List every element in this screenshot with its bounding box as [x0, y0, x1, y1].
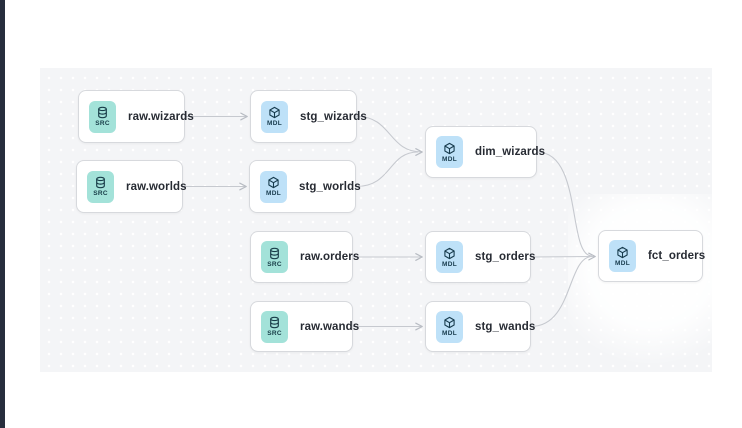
node-name-label: raw.wands	[300, 320, 360, 333]
node-type-badge: SRC	[261, 241, 288, 273]
node-type-badge: MDL	[260, 170, 287, 203]
edge-dim_wizards-to-fct_orders	[536, 151, 593, 257]
graph-node-fct_orders[interactable]: MDL fct_orders	[598, 230, 706, 282]
cube-icon	[443, 316, 456, 329]
node-type-label: SRC	[95, 120, 110, 127]
node-name-label: raw.wizards	[128, 110, 194, 123]
database-icon	[268, 316, 281, 329]
graph-node-raw_worlds[interactable]: SRC raw.worlds	[76, 160, 187, 213]
node-type-badge: SRC	[261, 310, 288, 343]
cube-icon	[616, 246, 629, 259]
node-name-label: fct_orders	[648, 250, 706, 262]
lineage-graph-canvas[interactable]: SRC raw.wizards MDL stg_wizards SRC raw.…	[40, 68, 742, 372]
node-type-badge: MDL	[436, 310, 463, 343]
node-type-badge: MDL	[436, 136, 463, 168]
cube-icon	[443, 142, 456, 155]
cube-icon	[443, 247, 456, 260]
node-type-label: MDL	[615, 259, 630, 267]
node-name-label: stg_wands	[475, 320, 536, 333]
node-type-label: SRC	[267, 330, 282, 337]
node-type-badge: MDL	[261, 100, 288, 133]
node-type-label: MDL	[266, 190, 281, 197]
graph-node-stg_orders[interactable]: MDL stg_orders	[425, 231, 535, 283]
node-type-label: SRC	[93, 190, 108, 197]
graph-node-raw_wands[interactable]: SRC raw.wands	[250, 301, 359, 352]
node-type-badge: MDL	[436, 241, 463, 273]
window-edge-strip	[0, 0, 5, 428]
node-type-label: MDL	[267, 120, 282, 127]
node-name-label: stg_worlds	[299, 180, 361, 193]
node-type-label: MDL	[442, 155, 457, 163]
node-name-label: raw.worlds	[126, 180, 187, 193]
graph-node-stg_wands[interactable]: MDL stg_wands	[425, 301, 535, 352]
graph-node-dim_wizards[interactable]: MDL dim_wizards	[425, 126, 545, 178]
node-name-label: stg_orders	[475, 251, 536, 263]
graph-node-stg_wizards[interactable]: MDL stg_wizards	[250, 90, 367, 143]
graph-node-stg_worlds[interactable]: MDL stg_worlds	[249, 160, 361, 213]
cube-icon	[267, 176, 280, 189]
edge-stg_worlds-to-dim_wizards	[355, 151, 419, 188]
database-icon	[94, 176, 107, 189]
database-icon	[268, 247, 281, 260]
node-type-label: SRC	[267, 260, 282, 268]
node-name-label: dim_wizards	[475, 146, 546, 158]
edge-layer	[183, 112, 596, 331]
node-type-label: MDL	[442, 260, 457, 268]
node-type-badge: SRC	[87, 170, 114, 203]
node-name-label: stg_wizards	[300, 110, 367, 123]
edge-stg_orders-to-fct_orders	[530, 252, 596, 261]
node-type-label: MDL	[442, 330, 457, 337]
graph-node-raw_wizards[interactable]: SRC raw.wizards	[78, 90, 194, 143]
node-type-badge: SRC	[89, 100, 116, 133]
database-icon	[96, 106, 109, 119]
edge-stg_wands-to-fct_orders	[530, 255, 593, 328]
node-name-label: raw.orders	[300, 251, 360, 263]
node-type-badge: MDL	[609, 240, 636, 272]
edge-stg_wizards-to-dim_wizards	[356, 115, 423, 156]
graph-node-raw_orders[interactable]: SRC raw.orders	[250, 231, 359, 283]
cube-icon	[268, 106, 281, 119]
